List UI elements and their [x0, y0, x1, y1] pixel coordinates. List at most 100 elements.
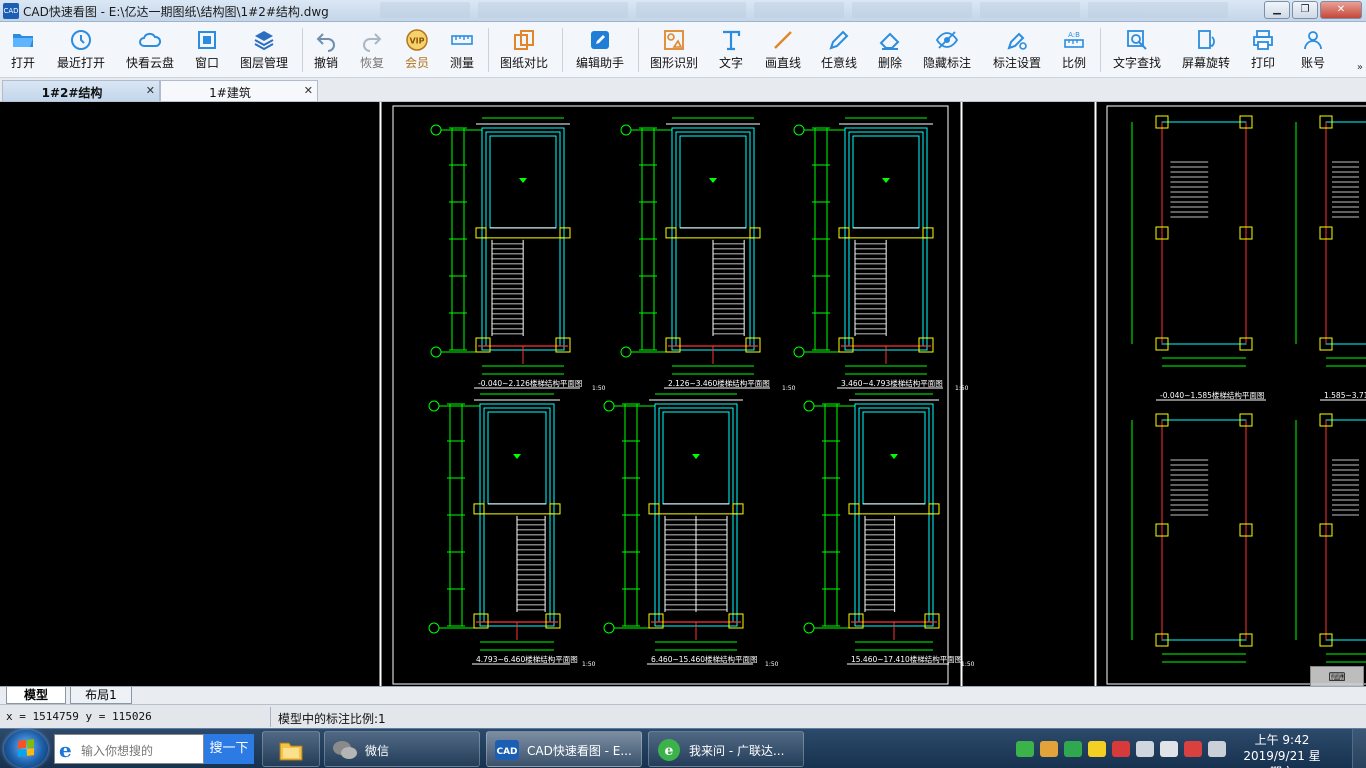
print-button[interactable]: 打印 — [1246, 22, 1280, 78]
pen-icon — [829, 30, 849, 50]
column — [545, 613, 561, 629]
open-label: 打开 — [10, 56, 35, 70]
layers-button[interactable]: 图层管理 — [234, 22, 294, 78]
open-button[interactable]: 打开 — [0, 22, 46, 78]
toolbar-divider — [1100, 28, 1101, 72]
column — [473, 613, 489, 629]
vip-button[interactable]: VIP 会员 — [400, 22, 434, 78]
system-clock[interactable]: 上午 9:42 2019/9/21 星期六 — [1240, 732, 1324, 768]
doc-tab-label: 1#2#结构 — [41, 86, 103, 100]
close-icon[interactable]: ✕ — [303, 84, 313, 97]
taskbar-explorer[interactable] — [262, 731, 320, 767]
tab-layout1[interactable]: 布局1 — [70, 687, 132, 704]
account-label: 账号 — [1300, 56, 1325, 70]
delete-button[interactable]: 删除 — [872, 22, 908, 78]
taskbar-browser[interactable]: e 我来问 - 广联达... — [648, 731, 804, 767]
cloud-button[interactable]: 快看云盘 — [120, 22, 180, 78]
title-bar: CAD CAD快速看图 - E:\亿达一期图纸\结构图\1#2#结构.dwg ▁… — [0, 0, 1366, 22]
sheet-edge — [379, 102, 382, 686]
layout-tabs: 模型 布局1 — [0, 686, 1366, 704]
column — [1319, 523, 1333, 537]
scale-button[interactable]: A:B 比例 — [1056, 22, 1092, 78]
plus-tray-icon[interactable] — [1088, 741, 1106, 757]
doc-tab-1-2-structure[interactable]: 1#2#结构 ✕ — [2, 80, 160, 101]
sheet-border — [392, 105, 949, 685]
taskbar-app-label: 我来问 - 广联达... — [689, 744, 785, 758]
assistant-label: 编辑助手 — [575, 56, 624, 70]
model-scale-text: 模型中的标注比例:1 — [278, 712, 386, 726]
search-button[interactable]: 搜一下 — [204, 734, 254, 764]
start-button[interactable] — [4, 730, 48, 768]
wechat-icon — [333, 741, 357, 759]
maximize-icon[interactable]: ❐ — [1292, 1, 1318, 19]
undo-button[interactable]: 撤销 — [308, 22, 344, 78]
cad-drawing[interactable]: -0.040~2.126楼梯结构平面图1:502.126~3.460楼梯结构平面… — [0, 102, 1366, 686]
keyboard-icon[interactable]: ⌨ — [1310, 666, 1364, 688]
freeline-button[interactable]: 任意线 — [816, 22, 862, 78]
ie-icon: e — [59, 738, 72, 762]
toolbar-divider — [562, 28, 563, 72]
recent-button[interactable]: 最近打开 — [50, 22, 112, 78]
sheet-border — [1106, 105, 1366, 685]
green-app-tray-icon[interactable] — [1064, 741, 1082, 757]
column — [745, 337, 761, 353]
status-divider — [270, 707, 271, 727]
column — [1239, 523, 1253, 537]
compare-button[interactable]: 图纸对比 — [494, 22, 554, 78]
account-button[interactable]: 账号 — [1296, 22, 1330, 78]
minimize-icon[interactable]: ▁ — [1264, 1, 1290, 19]
rotate-label: 屏幕旋转 — [1181, 56, 1230, 70]
rotate-button[interactable]: 屏幕旋转 — [1176, 22, 1236, 78]
stair-wall — [1161, 121, 1247, 345]
column — [559, 227, 571, 239]
line-button[interactable]: 画直线 — [760, 22, 806, 78]
column — [732, 503, 744, 515]
stair-wall — [854, 403, 934, 627]
level-marker — [890, 453, 898, 459]
close-icon[interactable]: ✕ — [145, 84, 155, 97]
dimset-button[interactable]: 标注设置 — [986, 22, 1048, 78]
taskbar-wechat[interactable]: 微信 — [324, 731, 480, 767]
redo-button[interactable]: 恢复 — [354, 22, 390, 78]
column — [1239, 413, 1253, 427]
find-button[interactable]: 文字查找 — [1108, 22, 1166, 78]
volume-muted-icon[interactable] — [1184, 741, 1202, 757]
plan-scale-note: 1:50 — [582, 661, 596, 668]
toolbar-more-icon[interactable]: » — [1356, 62, 1363, 73]
plan-caption: 2.126~3.460楼梯结构平面图 — [668, 378, 770, 388]
wechat-tray-icon[interactable] — [1016, 741, 1034, 757]
hide-button[interactable]: 隐藏标注 — [918, 22, 976, 78]
column — [1319, 115, 1333, 129]
plan-caption: 3.460~4.793楼梯结构平面图 — [841, 378, 943, 388]
column — [728, 613, 744, 629]
column — [1319, 226, 1333, 240]
axis-bubble — [430, 124, 442, 136]
measure-button[interactable]: 测量 — [444, 22, 480, 78]
window-button[interactable]: 窗口 — [188, 22, 226, 78]
sheet-edge — [1094, 102, 1097, 686]
recognize-button[interactable]: 图形识别 — [645, 22, 703, 78]
assistant-button[interactable]: 编辑助手 — [570, 22, 630, 78]
column — [838, 337, 854, 353]
search-placeholder: 输入你想搜的 — [81, 744, 154, 758]
show-desktop-button[interactable] — [1352, 729, 1366, 768]
column — [665, 227, 677, 239]
network-icon[interactable] — [1136, 741, 1154, 757]
close-icon[interactable]: ✕ — [1320, 1, 1362, 19]
taskbar-cad[interactable]: CAD CAD快速看图 - E... — [486, 731, 642, 767]
battery-icon[interactable] — [1160, 741, 1178, 757]
axis-bubble — [428, 400, 440, 412]
doc-tab-1-architecture[interactable]: 1#建筑 ✕ — [160, 80, 318, 101]
qq-tray-icon[interactable] — [1040, 741, 1058, 757]
plan-scale-note: 1:50 — [961, 661, 975, 668]
cloud-icon — [139, 32, 162, 47]
plan-scale-note: 1:50 — [955, 385, 969, 392]
cad-app-icon: CAD — [3, 3, 19, 19]
bluetooth-icon[interactable] — [1208, 741, 1226, 757]
text-button[interactable]: 文字 — [714, 22, 748, 78]
beats-tray-icon[interactable] — [1112, 741, 1130, 757]
toolbar-divider — [638, 28, 639, 72]
search-input[interactable]: e 输入你想搜的 — [54, 734, 204, 764]
tab-model[interactable]: 模型 — [6, 687, 66, 704]
